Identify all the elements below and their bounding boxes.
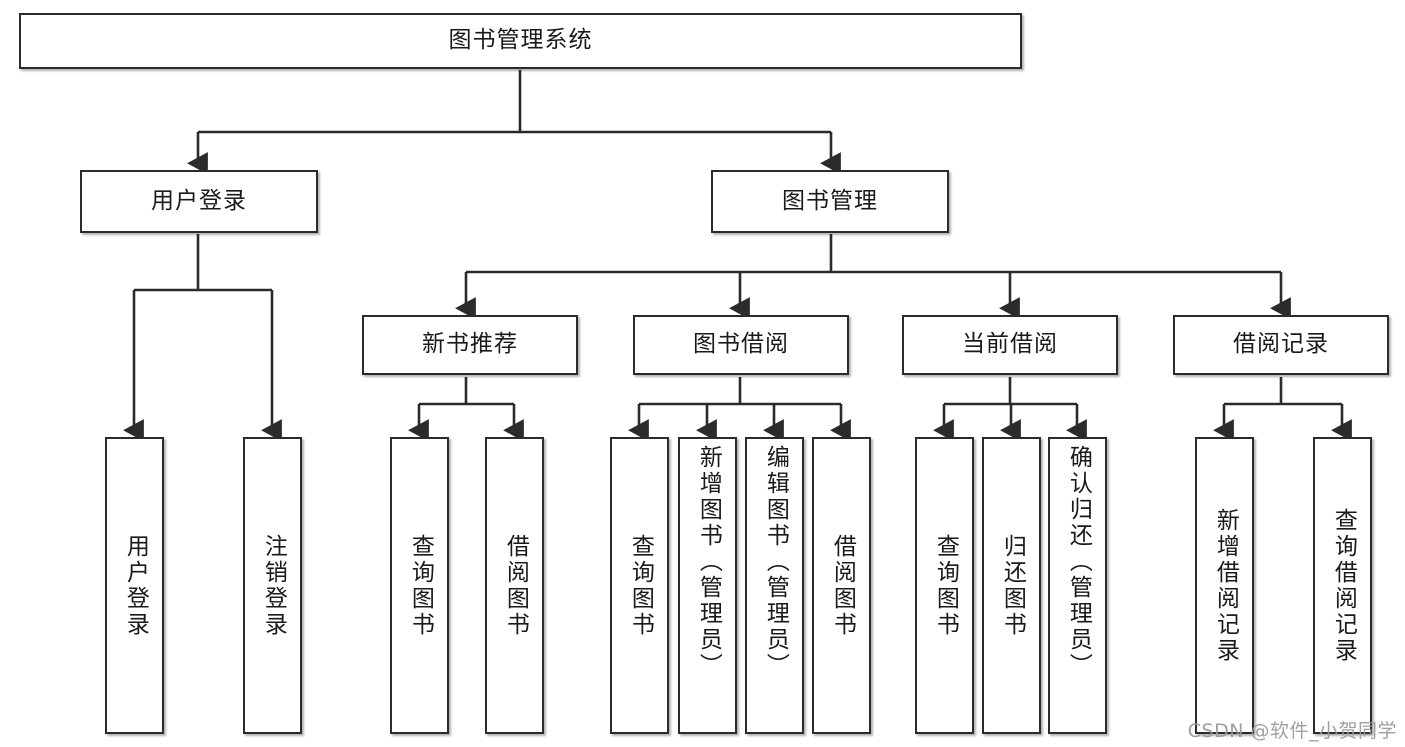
node-label: 图书借阅 xyxy=(693,331,789,358)
node-label: 查询图书 xyxy=(407,533,434,638)
node-root-book-management-system[interactable]: 图书管理系统 xyxy=(19,13,1022,69)
node-label: 查询图书 xyxy=(627,533,654,638)
leaf-book-borrow-add-book-admin[interactable]: 新增图书（管理员） xyxy=(678,437,737,734)
node-label: 借阅图书 xyxy=(502,533,529,638)
leaf-user-login-sign-in[interactable]: 用户登录 xyxy=(105,437,164,734)
node-label: 用户登录 xyxy=(122,533,149,638)
node-new-book-recommendation[interactable]: 新书推荐 xyxy=(362,315,578,375)
node-label: 借阅记录 xyxy=(1233,331,1329,358)
node-label: 编辑图书（管理员） xyxy=(762,445,789,679)
node-label: 图书管理 xyxy=(782,187,878,214)
leaf-current-borrow-confirm-return-admin[interactable]: 确认归还（管理员） xyxy=(1048,437,1107,734)
leaf-borrow-record-add-record[interactable]: 新增借阅记录 xyxy=(1195,437,1254,734)
node-label: 注销登录 xyxy=(260,533,287,638)
node-label: 归还图书 xyxy=(999,533,1026,638)
leaf-borrow-record-query-record[interactable]: 查询借阅记录 xyxy=(1313,437,1372,734)
node-label: 新书推荐 xyxy=(422,331,518,358)
node-book-borrowing[interactable]: 图书借阅 xyxy=(633,315,849,375)
leaf-book-borrow-borrow-books[interactable]: 借阅图书 xyxy=(812,437,871,734)
leaf-book-borrow-edit-book-admin[interactable]: 编辑图书（管理员） xyxy=(745,437,804,734)
node-book-management[interactable]: 图书管理 xyxy=(711,170,949,233)
node-label: 查询图书 xyxy=(932,533,959,638)
node-label: 新增借阅记录 xyxy=(1212,507,1239,664)
leaf-new-book-query-books[interactable]: 查询图书 xyxy=(390,437,449,734)
node-borrowing-records[interactable]: 借阅记录 xyxy=(1173,315,1389,375)
node-label: 确认归还（管理员） xyxy=(1065,445,1092,679)
node-label: 当前借阅 xyxy=(962,331,1058,358)
node-label: 图书管理系统 xyxy=(448,27,593,54)
node-label: 新增图书（管理员） xyxy=(695,445,722,679)
leaf-current-borrow-query-books[interactable]: 查询图书 xyxy=(915,437,974,734)
node-label: 用户登录 xyxy=(151,187,247,214)
leaf-user-login-sign-out[interactable]: 注销登录 xyxy=(243,437,302,734)
leaf-new-book-borrow-books[interactable]: 借阅图书 xyxy=(485,437,544,734)
node-current-borrowing[interactable]: 当前借阅 xyxy=(902,315,1118,375)
leaf-book-borrow-query-books[interactable]: 查询图书 xyxy=(610,437,669,734)
node-label: 借阅图书 xyxy=(829,533,856,638)
node-user-login[interactable]: 用户登录 xyxy=(80,170,318,233)
node-label: 查询借阅记录 xyxy=(1330,507,1357,664)
leaf-current-borrow-return-books[interactable]: 归还图书 xyxy=(982,437,1041,734)
